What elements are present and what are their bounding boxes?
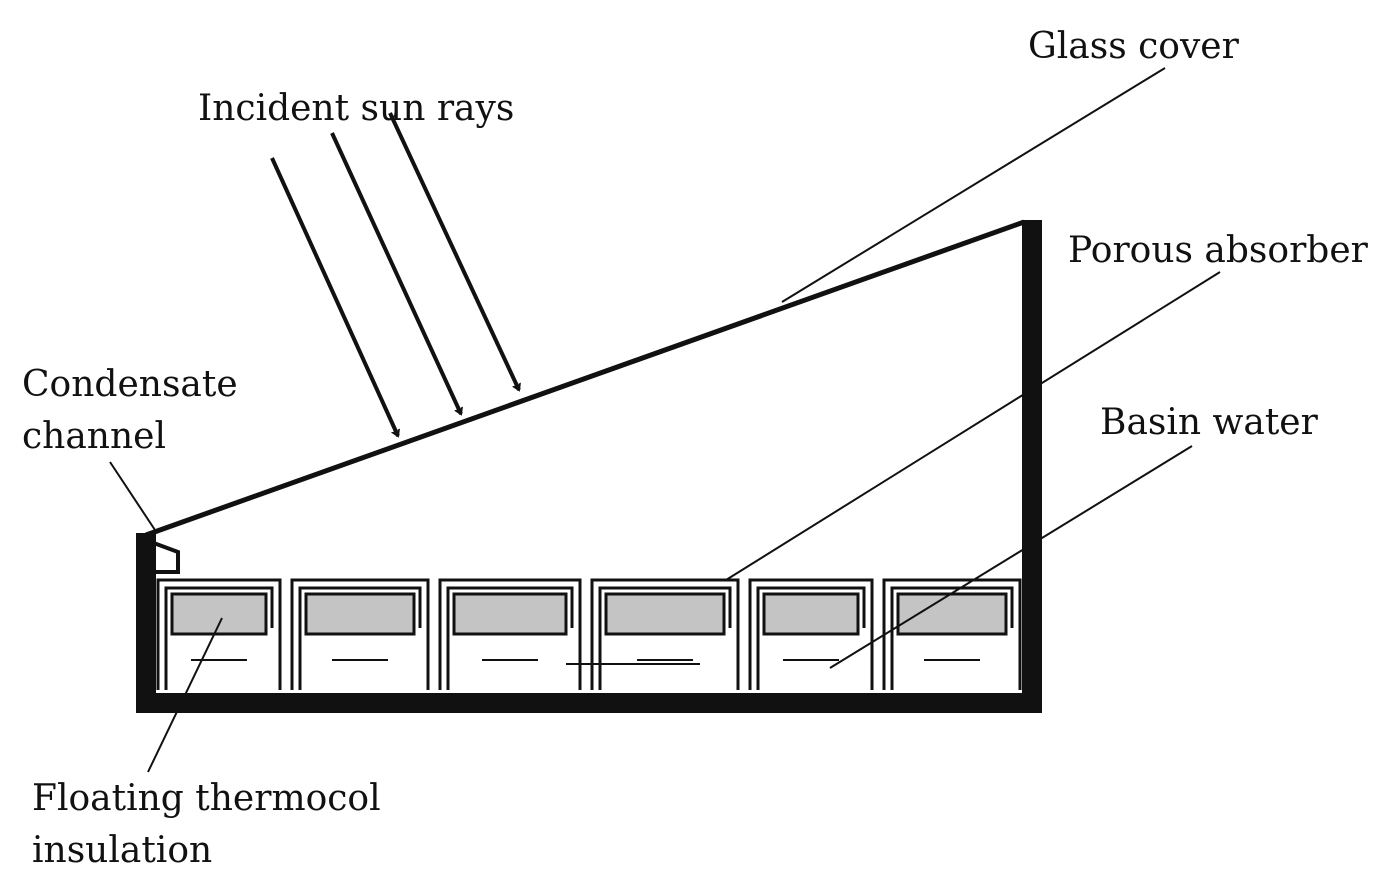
sun-ray-arrow (330, 132, 461, 414)
porous-absorber-inner (164, 586, 274, 690)
basin-water-leader (829, 445, 1193, 669)
leader-lines (109, 67, 1221, 773)
basin-enclosure (136, 220, 1042, 713)
thermocol-block (604, 592, 726, 636)
porous-absorber-wick (438, 578, 582, 690)
thermocol-block (452, 592, 568, 636)
floating-units-group (156, 578, 1022, 690)
basin-bottom-wall (136, 693, 1042, 713)
porous-absorber-wick (590, 578, 740, 690)
porous-absorber-inner (756, 586, 866, 690)
glass-cover-leader (781, 67, 1166, 303)
porous-absorber-inner (890, 586, 1014, 690)
label-insulation-line1: Floating thermocol (32, 778, 381, 819)
thermocol-block (170, 592, 268, 636)
label-insulation-line2: insulation (32, 830, 212, 871)
thermocol-block (762, 592, 860, 636)
label-glass-cover: Glass cover (1028, 26, 1240, 67)
label-condensate-line2: channel (22, 416, 166, 457)
porous-absorber-wick (290, 578, 430, 690)
label-condensate-line1: Condensate (22, 364, 238, 405)
label-porous-absorber: Porous absorber (1068, 230, 1369, 271)
glass-cover (145, 219, 1025, 538)
basin-left-wall (136, 533, 156, 713)
sun-ray-arrow (388, 112, 519, 390)
label-basin-water: Basin water (1100, 402, 1319, 443)
insulation-leader (147, 617, 223, 773)
basin-right-wall (1022, 220, 1042, 713)
label-incident-sun-rays: Incident sun rays (198, 88, 514, 129)
porous-absorber-wick (748, 578, 874, 690)
porous-absorber-inner (298, 586, 422, 690)
condensate-channel (150, 540, 180, 574)
condensate-channel-leader (109, 461, 156, 531)
thermocol-block (896, 592, 1008, 636)
porous-absorber-leader (725, 271, 1221, 581)
porous-absorber-wick (156, 578, 282, 690)
thermocol-block (304, 592, 416, 636)
sun-ray-arrow (270, 157, 398, 436)
porous-absorber-inner (446, 586, 574, 690)
sun-rays-group (270, 112, 519, 436)
porous-absorber-inner (598, 586, 732, 690)
